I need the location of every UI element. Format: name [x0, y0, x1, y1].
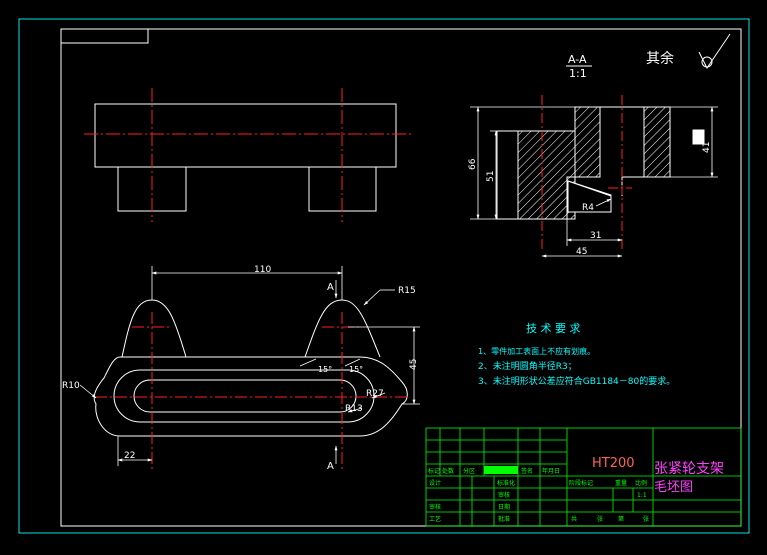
tb-stage-1: 重量 — [615, 479, 627, 487]
tb-sheet-0: 共 — [571, 515, 577, 523]
tb-mid-1: 批准 — [498, 515, 510, 523]
dim-45b: 45 — [576, 247, 587, 257]
dim-31: 31 — [590, 231, 601, 241]
section-scale: 1:1 — [569, 67, 587, 80]
title-block — [425, 427, 742, 527]
section-name: A-A — [568, 53, 587, 66]
tb-header-3: 更改文件号 — [487, 467, 517, 475]
dim-51: 51 — [486, 171, 496, 182]
tb-scale-value: 1:1 — [637, 492, 647, 499]
tb-sheet-1: 张 — [597, 515, 603, 523]
tech-notes-title: 技 术 要 求 — [526, 322, 581, 335]
section-centerlines — [541, 95, 632, 250]
tech-note-1: 1、零件加工表面上不应有划痕。 — [478, 346, 595, 356]
title-block-highlight — [484, 466, 518, 474]
dim-r4: R4 — [582, 203, 594, 213]
dim-r10: R10 — [62, 381, 80, 391]
corner-tab — [60, 28, 149, 44]
cut-label-top: A — [327, 282, 334, 293]
part-name-text: 张紧轮支架 — [654, 461, 724, 477]
inner-frame — [60, 28, 742, 527]
tb-stage-2: 比例 — [635, 479, 647, 487]
angle-15-left: 15° — [318, 365, 332, 374]
plan-dimensions — [79, 266, 420, 466]
plan-centerlines — [95, 312, 410, 470]
tb-header-0: 标记 — [428, 467, 440, 475]
tb-header-1: 处数 — [442, 467, 454, 475]
dim-66: 66 — [468, 158, 478, 170]
section-view — [496, 106, 705, 220]
tb-row-2: 工艺 — [429, 515, 441, 523]
front-view-centerlines — [84, 88, 412, 222]
dim-r15: R15 — [398, 286, 416, 296]
tb-row-1: 审核 — [429, 503, 441, 511]
front-view — [94, 103, 397, 212]
tech-note-3: 3、未注明形状公差应符合GB1184－80的要求。 — [478, 375, 675, 387]
roughness-symbol-icon — [698, 33, 731, 69]
outer-border — [18, 18, 750, 534]
drawing-type-text: 毛坯图 — [654, 480, 693, 495]
roughness-prefix: 其余 — [646, 50, 674, 67]
tb-header-2: 分区 — [463, 467, 475, 475]
tb-mid2-0: 审核 — [498, 491, 510, 499]
tech-note-2: 2、未注明圆角半径R3； — [478, 360, 577, 372]
dim-r13: R13 — [345, 404, 363, 414]
cut-label-bottom: A — [327, 461, 334, 472]
dim-r27: R27 — [366, 389, 384, 399]
tb-stage-0: 阶段标记 — [569, 479, 593, 487]
dim-22: 22 — [124, 451, 135, 461]
material-text: HT200 — [592, 456, 635, 471]
tb-header-5: 年月日 — [542, 467, 560, 475]
section-dimensions — [470, 106, 718, 258]
tb-row-0: 设计 — [429, 479, 441, 487]
angle-15-right: 15° — [349, 365, 363, 374]
tb-header-4: 签名 — [521, 467, 533, 475]
dim-110: 110 — [254, 265, 271, 275]
tb-mid2-1: 日期 — [498, 503, 510, 511]
front-view-body — [94, 103, 397, 168]
dim-45: 45 — [409, 359, 419, 370]
tb-mid-0: 标准化 — [497, 479, 515, 487]
tb-sheet-2: 第 — [618, 515, 624, 523]
tb-sheet-3: 张 — [643, 515, 649, 523]
dim-41: 41 — [702, 142, 712, 153]
